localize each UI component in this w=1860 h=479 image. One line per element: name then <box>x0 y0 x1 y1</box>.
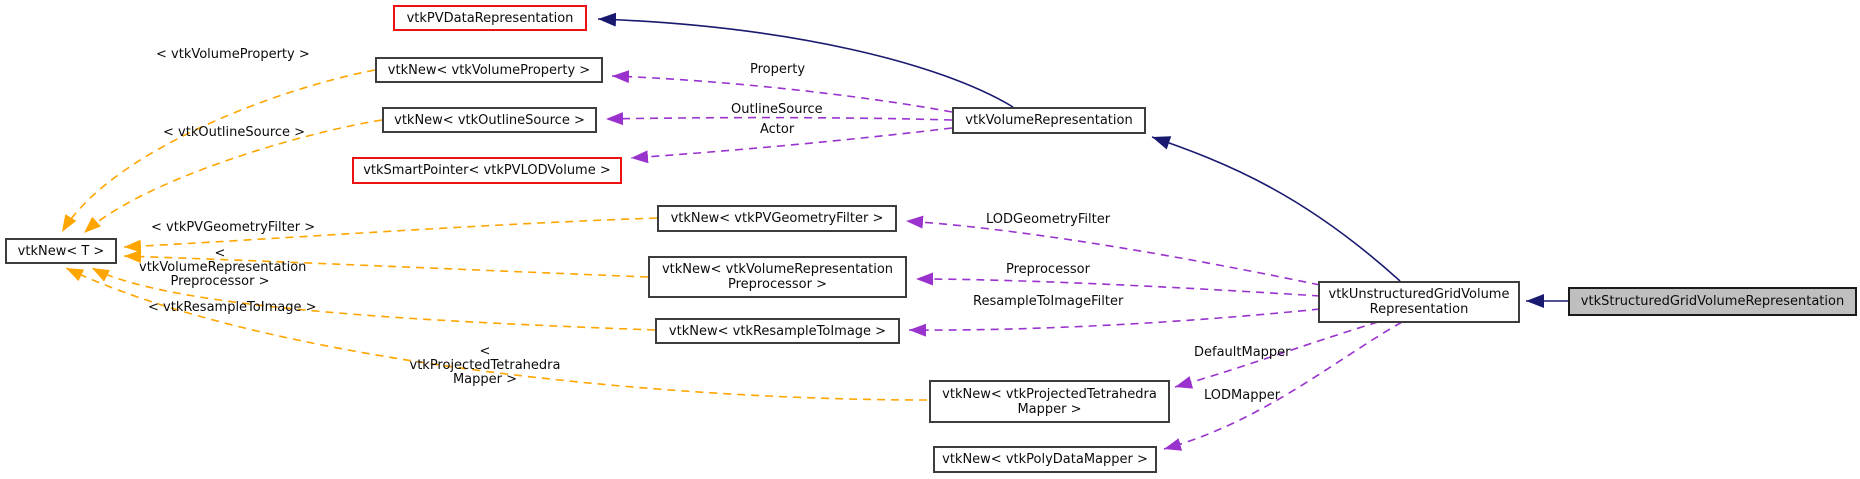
edge-label-preprocessor: Preprocessor <box>1006 262 1090 277</box>
edge-label-outlinesource: OutlineSource <box>731 102 823 117</box>
node-vtksmartpointer-vtkpvlodvolume[interactable]: vtkSmartPointer< vtkPVLODVolume > <box>352 157 622 184</box>
edge-label-template-volrep-preprocessor: < vtkVolumeRepresentation Preprocessor > <box>139 246 307 289</box>
edge-label-template-volumeproperty: < vtkVolumeProperty > <box>156 47 310 62</box>
edge-label-template-resampletoimage: < vtkResampleToImage > <box>148 300 317 315</box>
edge-usage-resampletoimagefilter <box>908 308 1321 337</box>
edge-usage-defaultmapper <box>1174 321 1379 389</box>
edge-template-resampletoimage <box>91 267 656 331</box>
node-vtkvolumerepresentation[interactable]: vtkVolumeRepresentation <box>952 107 1146 134</box>
edge-inherit-volumerep-to-pvdatarep <box>597 12 1014 108</box>
node-vtkpvdatarepresentation[interactable]: vtkPVDataRepresentation <box>393 5 587 31</box>
edge-label-property: Property <box>750 62 806 77</box>
node-vtknew-vtkvolumeproperty[interactable]: vtkNew< vtkVolumeProperty > <box>375 57 603 83</box>
node-vtknew-vtkprojectedtetrahedramapper[interactable]: vtkNew< vtkProjectedTetrahedra Mapper > <box>929 380 1170 423</box>
edge-template-projtetra-mapper <box>65 267 928 401</box>
node-vtknew-t[interactable]: vtkNew< T > <box>5 238 117 264</box>
edge-label-template-outlinesource: < vtkOutlineSource > <box>163 125 306 140</box>
edge-label-actor: Actor <box>760 122 795 137</box>
edge-template-volrep-preprocessor <box>123 250 649 278</box>
edge-usage-lodgeometryfilter <box>905 215 1321 286</box>
node-vtknew-vtkpolydatamapper[interactable]: vtkNew< vtkPolyDataMapper > <box>933 446 1157 473</box>
node-vtknew-vtkvolumerepresentationpreprocessor[interactable]: vtkNew< vtkVolumeRepresentation Preproce… <box>648 256 907 298</box>
node-vtkstructuredgridvolumerepresentation-focus: vtkStructuredGridVolumeRepresentation <box>1568 287 1857 316</box>
edge-template-pvgeometryfilter <box>123 217 658 253</box>
edge-usage-lodmapper <box>1163 321 1403 451</box>
node-vtknew-vtkresampletoimage[interactable]: vtkNew< vtkResampleToImage > <box>655 318 900 344</box>
edge-label-resampletoimagefilter: ResampleToImageFilter <box>973 294 1124 309</box>
edge-usage-actor <box>630 127 953 164</box>
edge-label-lodgeometryfilter: LODGeometryFilter <box>986 212 1111 227</box>
edge-usage-outlinesource <box>605 112 953 126</box>
node-vtknew-vtkoutlinesource[interactable]: vtkNew< vtkOutlineSource > <box>382 107 597 133</box>
edge-usage-property <box>611 70 953 113</box>
edge-usage-preprocessor <box>915 272 1321 297</box>
edge-label-template-pvgeometryfilter: < vtkPVGeometryFilter > <box>151 220 316 235</box>
edge-template-outlinesource <box>83 119 383 234</box>
node-vtkunstructuredgridvolumerepresentation[interactable]: vtkUnstructuredGridVolume Representation <box>1318 281 1520 323</box>
node-vtknew-vtkpvgeometryfilter[interactable]: vtkNew< vtkPVGeometryFilter > <box>657 205 897 232</box>
edge-template-volumeproperty <box>61 69 376 233</box>
edge-label-template-projtetra-mapper: < vtkProjectedTetrahedra Mapper > <box>409 344 561 387</box>
edge-label-lodmapper: LODMapper <box>1204 388 1281 403</box>
edge-inherit-unstructuredgridvolrep-to-volumerep <box>1151 136 1401 282</box>
edge-label-defaultmapper: DefaultMapper <box>1194 345 1291 360</box>
